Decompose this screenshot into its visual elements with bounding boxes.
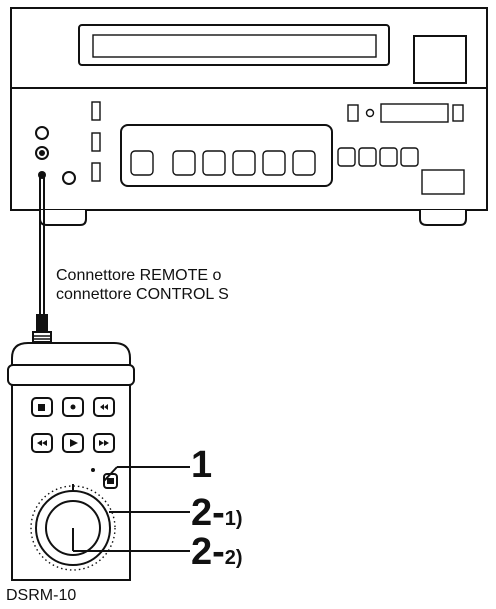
side-button <box>400 147 419 167</box>
callout-2-1: 2-1) <box>191 494 243 532</box>
switch-2 <box>91 132 101 152</box>
cassette-slot-inner <box>92 34 377 58</box>
panel-button <box>292 150 316 176</box>
cassette-slot <box>78 24 390 66</box>
rewind-small-icon <box>100 404 108 410</box>
side-panel <box>421 169 465 195</box>
counter-display <box>380 103 449 123</box>
remote-jack-core <box>39 150 45 156</box>
side-button <box>379 147 398 167</box>
button-panel <box>120 124 333 187</box>
display-window <box>413 35 467 84</box>
indicator-led <box>91 468 95 472</box>
pause-icon <box>70 404 76 410</box>
callout-1-number: 1 <box>191 444 213 486</box>
stop-icon <box>38 404 45 411</box>
side-button <box>358 147 377 167</box>
callout-2-1-number: 2- <box>191 492 225 534</box>
cable-plug <box>36 314 48 332</box>
vcr-deck <box>10 7 488 226</box>
remote-model-label: DSRM-10 <box>6 587 77 604</box>
callout-1: 1 <box>191 446 212 484</box>
panel-button <box>232 150 256 176</box>
switch-3 <box>91 162 101 182</box>
play-icon <box>70 439 78 447</box>
mode-button-core <box>107 478 114 484</box>
panel-button <box>130 150 154 176</box>
rewind-icon <box>37 440 47 446</box>
connection-cable <box>32 175 52 343</box>
panel-button <box>262 150 286 176</box>
callout-2-2-number: 2- <box>191 531 225 573</box>
power-lamp <box>62 171 76 185</box>
indicator-left <box>347 104 359 122</box>
switch-1 <box>91 101 101 121</box>
callout-2-1-sub: 1) <box>224 508 243 530</box>
remote-band <box>7 364 135 386</box>
indicator-right <box>452 104 464 122</box>
remote-controller <box>7 342 135 581</box>
connector-label-line2: connettore CONTROL S <box>56 286 229 303</box>
panel-button <box>172 150 196 176</box>
callout-2-2: 2-2) <box>191 533 243 571</box>
headphone-jack <box>35 126 49 140</box>
plug-boot <box>32 331 52 343</box>
fast-forward-icon <box>99 440 109 446</box>
indicator-dot <box>365 108 375 118</box>
panel-button <box>202 150 226 176</box>
connector-label-line1: Connettore REMOTE o <box>56 267 222 284</box>
connector-label: Connettore REMOTE o connettore CONTROL S <box>56 266 229 304</box>
side-button <box>337 147 356 167</box>
callout-lines <box>72 466 190 552</box>
deck-foot-right <box>419 210 467 226</box>
deck-foot-left <box>39 210 87 226</box>
callout-2-2-sub: 2) <box>224 547 243 569</box>
